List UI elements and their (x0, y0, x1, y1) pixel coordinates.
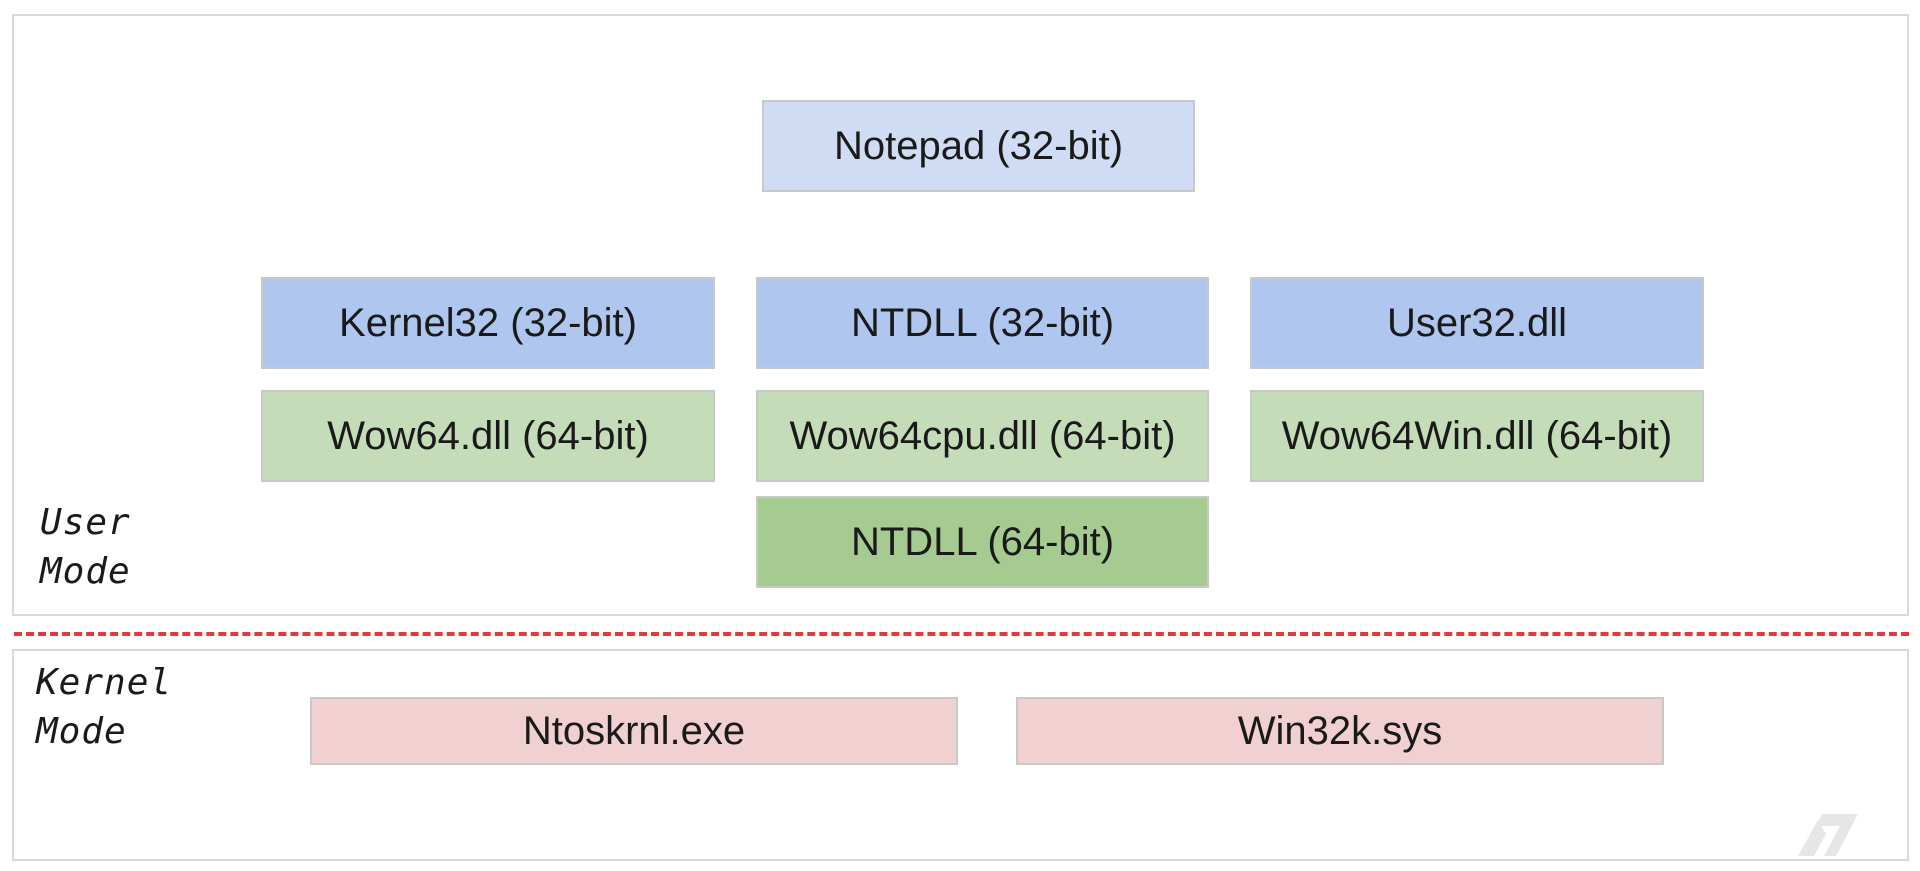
kernel-mode-label-line1: Kernel (36, 662, 173, 703)
ntoskrnl-exe-box: Ntoskrnl.exe (310, 697, 958, 765)
ntdll-64bit-label: NTDLL (64-bit) (850, 519, 1115, 564)
kernel-mode-label: Kernel Mode (36, 658, 172, 756)
notepad-32bit-label: Notepad (32-bit) (833, 123, 1124, 168)
kernel32-32bit-box: Kernel32 (32-bit) (261, 277, 715, 369)
wow64-dll-label: Wow64.dll (64-bit) (327, 413, 649, 458)
ntdll-32bit-label: NTDLL (32-bit) (850, 300, 1115, 345)
user32-dll-box: User32.dll (1250, 277, 1704, 369)
mode-boundary-divider (14, 632, 1909, 636)
wow64cpu-dll-label: Wow64cpu.dll (64-bit) (789, 413, 1176, 458)
user-mode-label-line2: Mode (40, 551, 131, 592)
kernel-mode-label-line2: Mode (36, 711, 127, 752)
win32k-sys-box: Win32k.sys (1016, 697, 1664, 765)
user-mode-label-line1: User (40, 502, 131, 543)
wow64win-dll-label: Wow64Win.dll (64-bit) (1281, 413, 1673, 458)
user-mode-label: User Mode (40, 498, 131, 596)
notepad-32bit-box: Notepad (32-bit) (762, 100, 1195, 192)
kernel32-32bit-label: Kernel32 (32-bit) (339, 300, 637, 345)
wow64-dll-box: Wow64.dll (64-bit) (261, 390, 715, 482)
user32-dll-label: User32.dll (1386, 300, 1568, 345)
logo-icon (1798, 814, 1858, 856)
ntoskrnl-exe-label: Ntoskrnl.exe (522, 708, 746, 753)
wow64cpu-dll-box: Wow64cpu.dll (64-bit) (756, 390, 1209, 482)
win32k-sys-label: Win32k.sys (1237, 708, 1443, 753)
ntdll-64bit-box: NTDLL (64-bit) (756, 496, 1209, 588)
ntdll-32bit-box: NTDLL (32-bit) (756, 277, 1209, 369)
wow64win-dll-box: Wow64Win.dll (64-bit) (1250, 390, 1704, 482)
